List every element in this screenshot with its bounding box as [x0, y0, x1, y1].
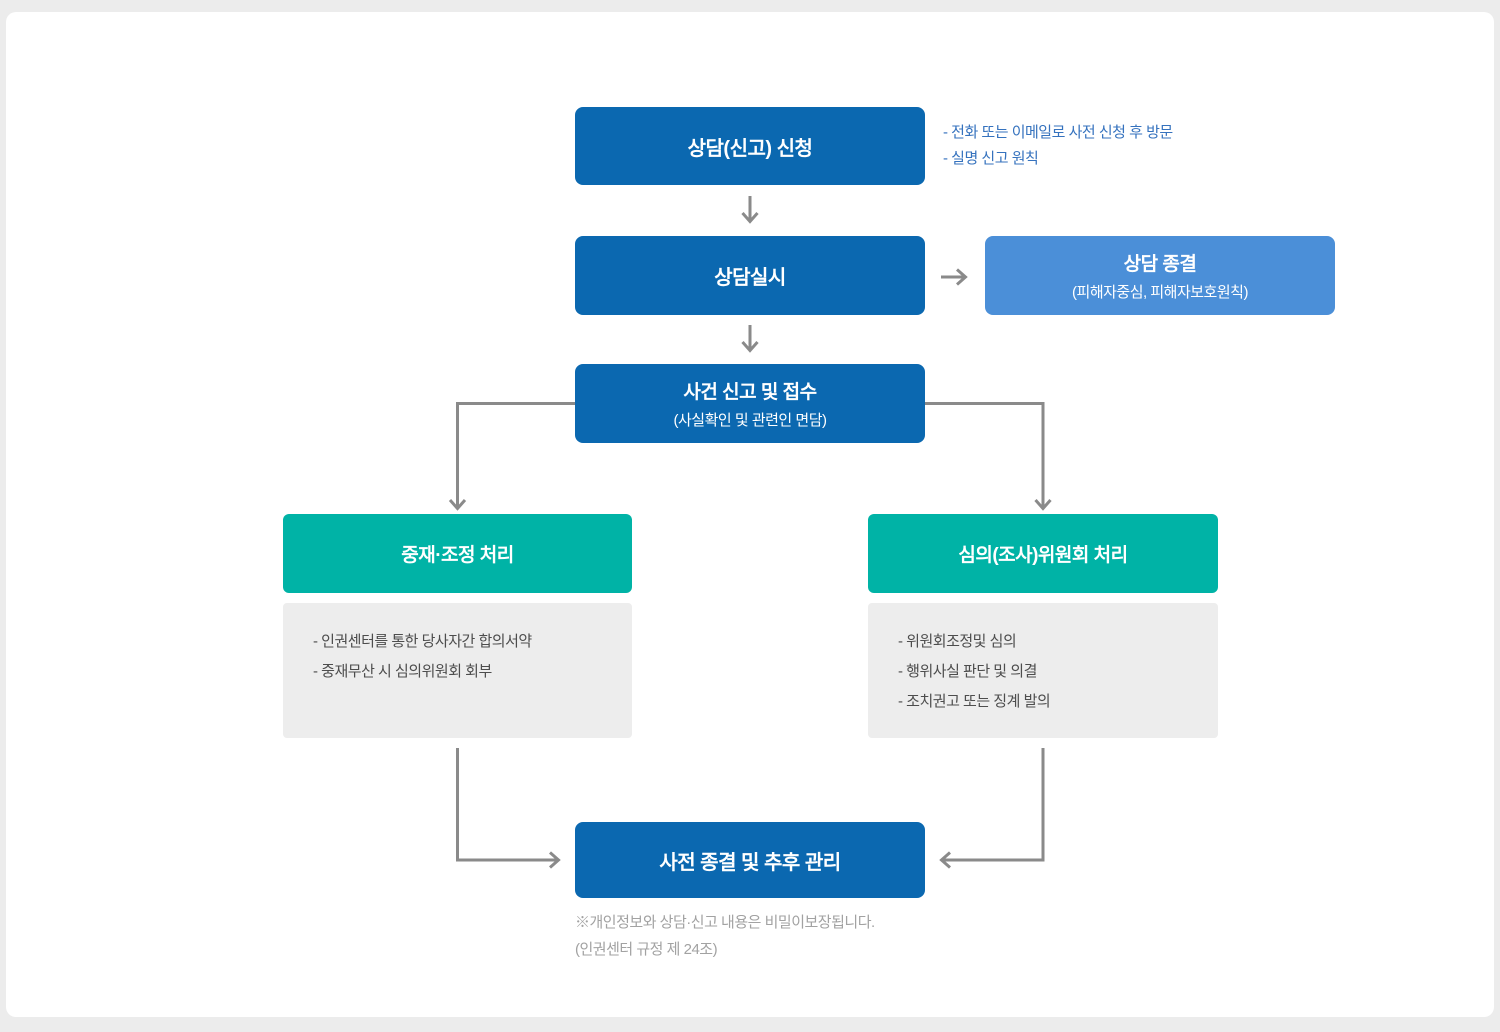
- mediation-process-box: 중재·조정 처리: [283, 514, 632, 593]
- detail-item: - 행위사실 판단 및 의결: [898, 663, 1037, 680]
- arrow-right-icon: [941, 268, 968, 286]
- final-closure-box: 사전 종결 및 추후 관리: [575, 822, 925, 898]
- step-consult-apply-box: 상담(신고) 신청: [575, 107, 925, 185]
- step1-note-line: - 전화 또는 이메일로 사전 신청 후 방문: [943, 124, 1173, 141]
- connector-left-branch-icon: [448, 402, 575, 511]
- mediation-details-panel: - 인권센터를 통한 당사자간 합의서약 - 중재무산 시 심의위원회 회부: [283, 603, 632, 738]
- step1-notes: - 전화 또는 이메일로 사전 신청 후 방문 - 실명 신고 원칙: [943, 120, 1173, 172]
- flowchart-card: 상담(신고) 신청 - 전화 또는 이메일로 사전 신청 후 방문 - 실명 신…: [6, 12, 1494, 1017]
- connector-left-merge-icon: [456, 748, 561, 869]
- consult-closure-title: 상담 종결: [1123, 254, 1197, 275]
- footnote-line1: ※개인정보와 상담·신고 내용은 비밀이보장됩니다.: [575, 914, 875, 931]
- detail-item: - 인권센터를 통한 당사자간 합의서약: [313, 633, 532, 650]
- connector-right-branch-icon: [925, 402, 1052, 511]
- arrow-down-icon: [741, 325, 759, 353]
- step-consult-conduct-box: 상담실시: [575, 236, 925, 315]
- step-consult-conduct-label: 상담실시: [714, 267, 786, 289]
- case-report-receipt-box: 사건 신고 및 접수 (사실확인 및 관련인 면담): [575, 364, 925, 443]
- committee-process-box: 심의(조사)위원회 처리: [868, 514, 1218, 593]
- committee-details-panel: - 위원회조정및 심의 - 행위사실 판단 및 의결 - 조치권고 또는 징계 …: [868, 603, 1218, 738]
- final-closure-label: 사전 종결 및 추후 관리: [659, 851, 841, 874]
- step1-note-line: - 실명 신고 원칙: [943, 150, 1039, 167]
- arrow-down-icon: [741, 196, 759, 224]
- footnote-line2: (인권센터 규정 제 24조): [575, 941, 718, 958]
- detail-item: - 조치권고 또는 징계 발의: [898, 693, 1051, 710]
- consult-closure-box: 상담 종결 (피해자중심, 피해자보호원칙): [985, 236, 1335, 315]
- case-report-receipt-title: 사건 신고 및 접수: [683, 382, 817, 403]
- mediation-process-title: 중재·조정 처리: [401, 545, 514, 566]
- detail-item: - 중재무산 시 심의위원회 회부: [313, 663, 492, 680]
- detail-item: - 위원회조정및 심의: [898, 633, 1017, 650]
- consult-closure-subtitle: (피해자중심, 피해자보호원칙): [1072, 284, 1248, 301]
- step-consult-apply-label: 상담(신고) 신청: [687, 137, 813, 160]
- footnote: ※개인정보와 상담·신고 내용은 비밀이보장됩니다. (인권센터 규정 제 24…: [575, 909, 875, 963]
- connector-right-merge-icon: [939, 748, 1045, 869]
- case-report-receipt-subtitle: (사실확인 및 관련인 면담): [673, 412, 828, 429]
- committee-process-title: 심의(조사)위원회 처리: [958, 545, 1128, 566]
